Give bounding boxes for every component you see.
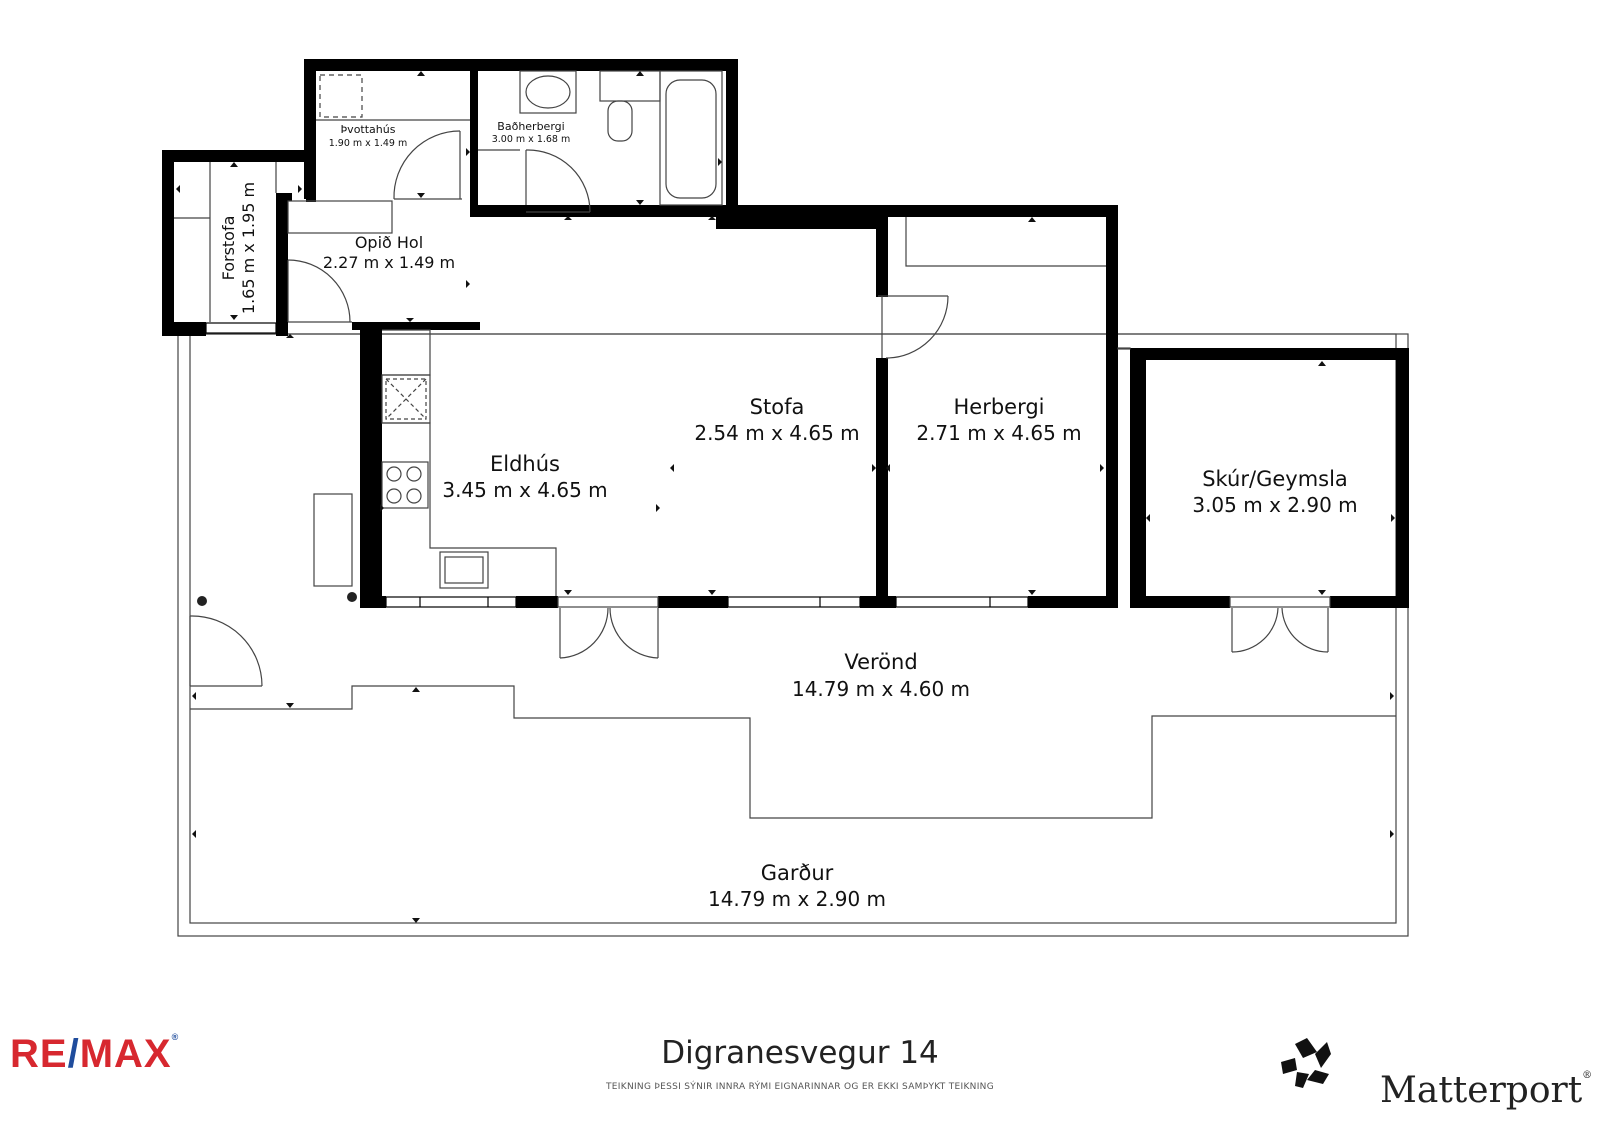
remax-registered-mark: ® [171,1032,180,1042]
room-name-gardur: Garður [761,861,834,885]
remax-logo-slash: / [67,1032,80,1076]
measure-markers [176,71,1395,923]
room-name-opid-hol: Opið Hol [355,233,423,252]
room-name-herbergi: Herbergi [953,395,1044,419]
room-size-skur: 3.05 m x 2.90 m [1192,493,1357,517]
room-name-badherbergi: Baðherbergi [497,120,564,133]
fixtures [174,70,1131,596]
room-name-thvottahus: Þvottahús [341,123,396,136]
matterport-wordmark: Matterport® [1380,1070,1592,1111]
matterport-registered-mark: ® [1582,1070,1593,1081]
room-size-opid-hol: 2.27 m x 1.49 m [323,253,455,272]
room-size-thvottahus: 1.90 m x 1.49 m [329,138,408,149]
room-size-herbergi: 2.71 m x 4.65 m [916,421,1081,445]
room-labels: Þvottahús 1.90 m x 1.49 m Baðherbergi 3.… [219,120,1358,911]
disclaimer: TEIKNING ÞESSI SÝNIR INNRA RÝMI EIGNARIN… [606,1082,994,1092]
remax-logo-part1: RE [10,1032,68,1076]
room-name-eldhus: Eldhús [490,452,560,476]
room-name-stofa: Stofa [750,395,805,419]
remax-logo: RE/MAX® [10,1032,179,1077]
walls [162,59,1409,608]
matterport-name: Matterport [1380,1070,1583,1111]
doors [287,130,1331,659]
room-size-eldhus: 3.45 m x 4.65 m [442,478,607,502]
windows [205,322,1029,608]
room-size-verond: 14.79 m x 4.60 m [792,677,970,701]
outdoor-outline [177,333,1409,937]
room-size-forstofa: 1.65 m x 1.95 m [239,182,258,314]
matterport-logo-icon [1281,1038,1331,1088]
room-name-verond: Verönd [844,650,917,674]
room-size-badherbergi: 3.00 m x 1.68 m [492,134,571,145]
room-name-forstofa: Forstofa [219,216,238,281]
room-size-stofa: 2.54 m x 4.65 m [694,421,859,445]
garden-door [189,615,263,687]
remax-logo-part2: MAX [79,1032,172,1076]
plan-title: Digranesvegur 14 [661,1035,939,1071]
post-marker [347,592,357,602]
post-marker [197,596,207,606]
room-name-skur: Skúr/Geymsla [1202,467,1348,491]
room-size-gardur: 14.79 m x 2.90 m [708,887,886,911]
